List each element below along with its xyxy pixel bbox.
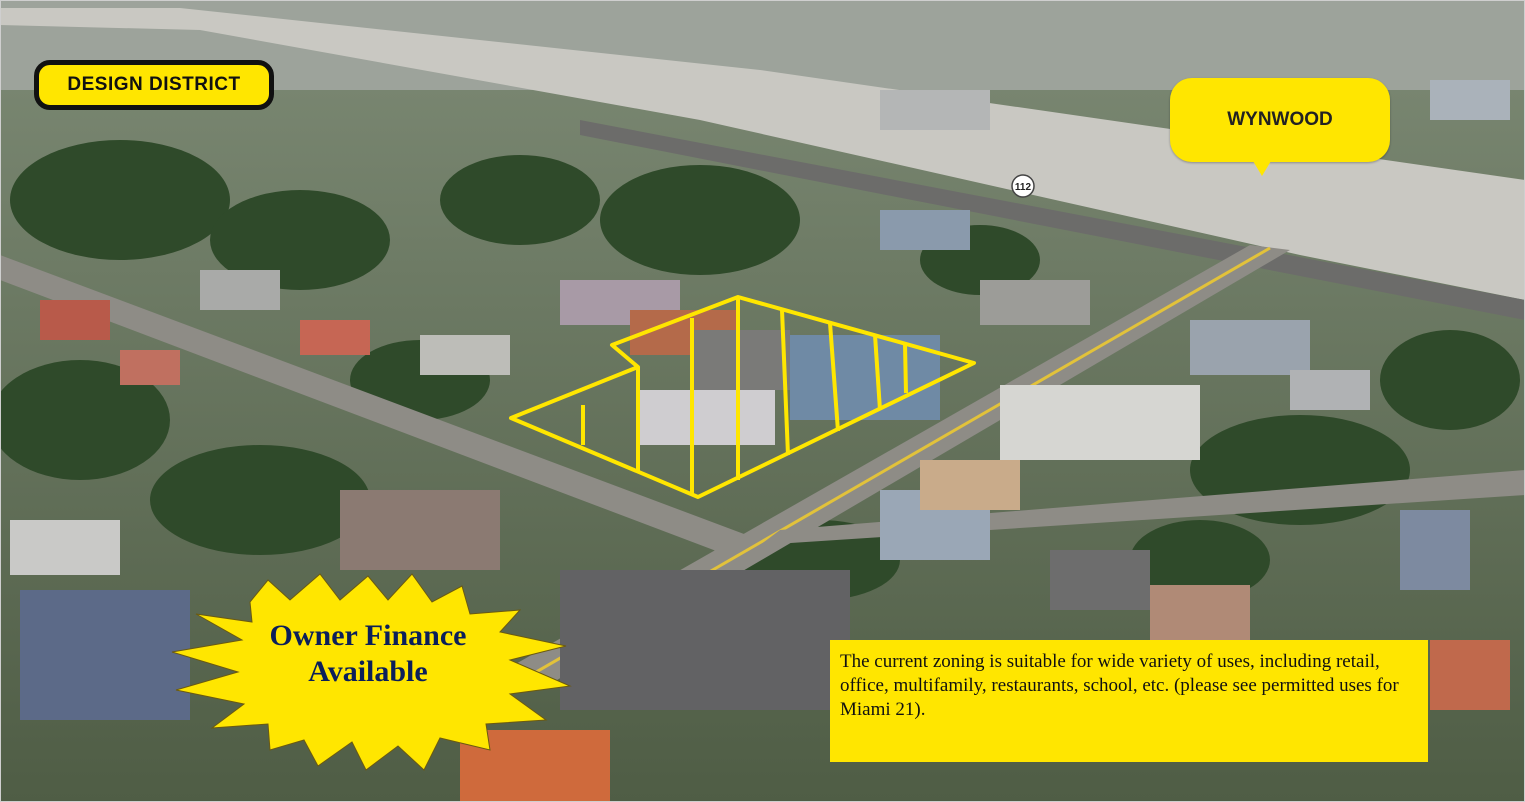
- promo-starburst: [171, 573, 572, 771]
- zoning-info-box: The current zoning is suitable for wide …: [830, 640, 1428, 762]
- zoning-info-text: The current zoning is suitable for wide …: [840, 651, 1399, 720]
- buildings: [10, 80, 1510, 802]
- highway-shadow: [580, 120, 1525, 320]
- tree-clusters: [0, 140, 1520, 600]
- owner-finance-badge: Owner Finance Available: [158, 570, 578, 770]
- wynwood-label-pointer: [1250, 156, 1274, 176]
- highway-shield-number: 112: [1015, 182, 1032, 193]
- diagonal-street: [0, 255, 760, 560]
- owner-finance-line1: Owner Finance: [269, 619, 467, 652]
- wynwood-label: WYNWOOD: [1170, 78, 1390, 162]
- owner-finance-line2: Available: [308, 655, 428, 688]
- property-building-east: [790, 335, 940, 420]
- property-building-main: [640, 390, 775, 445]
- highway-shield-icon: 112: [1011, 174, 1035, 198]
- property-boundary: [509, 295, 976, 499]
- design-district-label: DESIGN DISTRICT: [34, 60, 274, 110]
- owner-finance-text: Owner Finance Available: [158, 618, 578, 690]
